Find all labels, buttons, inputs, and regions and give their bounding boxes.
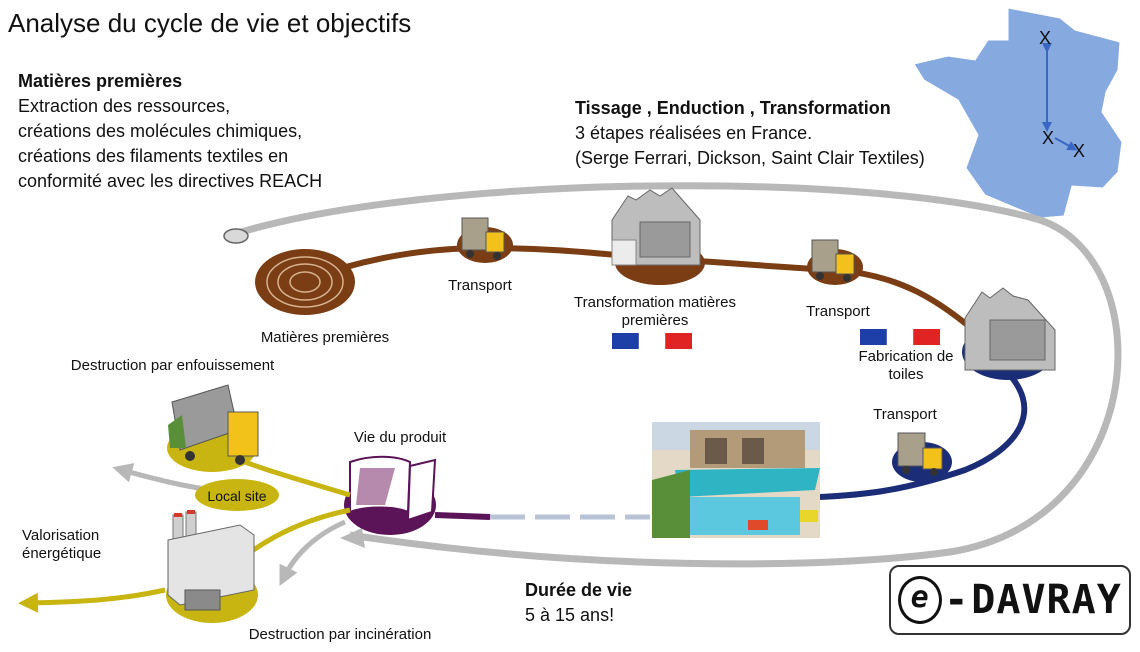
stage-label-incineration: Destruction par incinération xyxy=(248,626,432,643)
lifetime-block: Durée de vie 5 à 15 ans! xyxy=(525,578,695,628)
weaving-heading: Tissage , Enduction , Transformation xyxy=(575,98,891,118)
weaving-line: 3 étapes réalisées en France. xyxy=(575,123,813,143)
lifecycle-return-loop xyxy=(236,182,1122,568)
raw-materials-description: Matières premières Extraction des ressou… xyxy=(18,69,398,194)
stage-label-product-life: Vie du produit xyxy=(353,429,447,446)
factory-icon xyxy=(962,287,1056,380)
stage-label-fabrication: Fabrication de toiles xyxy=(858,348,954,383)
truck-icon xyxy=(457,217,513,263)
local-site-badge xyxy=(195,479,279,511)
raw-materials-line: conformité avec les directives REACH xyxy=(18,171,323,191)
stage-label-landfill: Destruction par enfouissement xyxy=(70,357,275,374)
truck-icon xyxy=(807,239,863,285)
page-title: Analyse du cycle de vie et objectifs xyxy=(8,8,412,38)
incinerator-icon xyxy=(166,510,258,623)
stage-label-raw-materials: Matières premières xyxy=(260,329,390,346)
navy-delivery-line xyxy=(819,362,1028,500)
lifetime-value: 5 à 15 ans! xyxy=(525,605,615,625)
logo-e-mark: e xyxy=(898,576,943,624)
stage-label-energy-recovery: Valorisation énergétique xyxy=(22,527,102,562)
stage-label-transport: Transport xyxy=(448,277,512,294)
factory-icon xyxy=(611,187,705,285)
edavray-logo: e-DAVRAY xyxy=(889,565,1131,635)
landfill-line xyxy=(239,457,351,498)
stage-label-transformation: Transformation matières premières xyxy=(574,294,736,329)
recycling-arrow-down xyxy=(279,519,346,586)
truck-icon xyxy=(892,432,952,482)
product-life-icon xyxy=(344,455,437,535)
french-flag-icon xyxy=(612,333,692,349)
stage-label-transport: Transport xyxy=(873,406,937,423)
raw-materials-icon xyxy=(255,249,355,315)
loop-arrowhead xyxy=(340,528,365,548)
raw-materials-heading: Matières premières xyxy=(18,71,183,91)
pool-shade-photo xyxy=(652,422,820,538)
raw-materials-line: créations des filaments textiles en xyxy=(18,146,289,166)
landfill-truck-icon xyxy=(167,384,259,472)
stage-label-transport: Transport xyxy=(806,303,870,320)
logo-text: DAVRAY xyxy=(971,577,1122,623)
weaving-description: Tissage , Enduction , Transformation 3 é… xyxy=(575,96,965,171)
loop-start-cap xyxy=(223,228,249,244)
weaving-line: (Serge Ferrari, Dickson, Saint Clair Tex… xyxy=(575,148,925,168)
map-marker-southeast: X xyxy=(1073,141,1086,161)
incineration-line xyxy=(238,507,351,562)
lifetime-heading: Durée de vie xyxy=(525,580,633,600)
raw-materials-line: Extraction des ressources, xyxy=(18,96,231,116)
french-flag-icon xyxy=(860,329,940,345)
map-marker-center: X xyxy=(1042,128,1055,148)
energy-recovery-arrow xyxy=(18,587,166,613)
raw-materials-line: créations des molécules chimiques, xyxy=(18,121,303,141)
map-marker-north: X xyxy=(1039,28,1052,48)
stage-label-local-site: Local site xyxy=(207,488,267,504)
